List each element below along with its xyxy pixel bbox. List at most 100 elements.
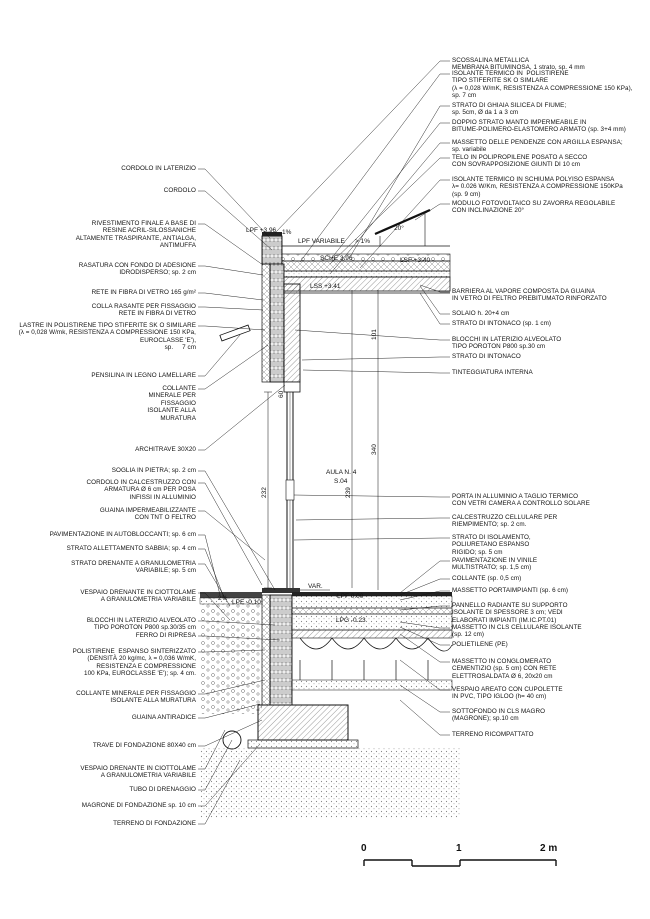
right-label-13: STRATO DI INTONACO [452,353,521,360]
right-label-25: VESPAIO AREATO CON CUPOLETTE IN PVC, TIP… [452,686,563,701]
left-leader-20 [198,649,266,653]
dim-roof-tag: SCHE 3.96 [320,255,353,262]
left-leader-13 [198,510,266,561]
left-label-19: FERRO DI RIPRESA [135,632,196,639]
left-leader-4 [198,265,264,276]
lean-concrete [247,739,359,749]
left-label-13: GUAINA IMPERMEABILIZZANTE CON TNT O FELT… [99,507,196,522]
right-leader-3 [349,105,450,258]
left-label-20: POLISTIRENE ESPANSO SINTERIZZATO (DENSIT… [72,648,196,678]
right-leader-25 [399,659,450,691]
left-leader-24 [198,729,226,770]
left-leader-11 [198,470,276,591]
left-leader-8 [198,334,241,377]
dim-239: 239 [345,487,352,498]
left-label-10: ARCHITRAVE 30X20 [135,446,196,453]
photovoltaic-module [374,208,431,246]
interior-floor [291,592,453,691]
left-leader-17 [198,592,231,621]
right-leader-10 [419,285,450,315]
right-label-27: TERRENO RICOMPATTATO [452,731,534,738]
right-label-21: PANNELLO RADIANTE SU SUPPORTO ISOLANTE D… [452,602,568,624]
left-label-7: LASTRE IN POLISTIRENE TIPO STIFERITE SK … [18,322,196,352]
cellular-screed [291,613,453,631]
dim-slope-2: > 1% [355,238,370,245]
right-label-1: SCOSSALINA METALLICA MEMBRANA BITUMINOSA… [452,57,585,72]
right-label-19: COLLANTE (sp. 0,5 cm) [452,575,522,582]
dim-lss: LSS +3.41 [310,283,341,290]
right-leader-14 [302,369,450,374]
right-leader-4 [329,122,450,261]
right-label-14: TINTEGGIATURA INTERNA [452,369,533,376]
right-label-22: MASSETTO IN CLS CELLULARE ISOLANTE (sp. … [452,624,582,639]
lower-wall-blocks [269,594,293,706]
left-leader-18 [198,620,276,626]
foundation-beam [257,704,349,741]
vinyl-floor [292,592,452,596]
right-label-6: TELO IN POLIPROPILENE POSATO A SECCO CON… [452,154,588,169]
right-leader-27 [399,699,450,736]
right-label-11: STRATO DI INTONACO (sp. 1 cm) [452,320,552,327]
dim-340: 340 [371,444,378,455]
left-leader-27 [198,759,241,825]
right-label-15: PORTA IN ALLUMINIO A TAGLIO TERMICO CON … [452,493,590,508]
timber-canopy [219,324,251,342]
left-label-3: RIVESTIMENTO FINALE A BASE DI RESINE ACR… [75,220,196,250]
left-leader-5 [198,292,264,301]
dim-101: 101 [371,329,378,340]
right-label-18: PAVIMENTAZIONE IN VINILE MULTISTRATO; sp… [452,557,538,572]
left-leader-12 [198,482,263,586]
right-leader-24 [399,633,450,663]
parapet [261,232,283,265]
scale-label-2m: 2 m [540,843,558,854]
dimension-texts: LPF +3.96 1% LPF VARIABILE > 1% 20° SCHE… [218,224,431,624]
dim-lpg: LPG -0.23 [336,617,366,624]
upper-wall [261,263,301,393]
left-label-15: STRATO ALLETTAMENTO SABBIA; sp. 4 cm [66,545,196,552]
right-label-10: SOLAIO h. 20+4 cm [452,310,510,317]
right-label-9: BARRIERA AL VAPORE COMPOSTA DA GUAINA IN… [452,288,607,303]
right-leader-18 [399,560,450,594]
right-leader-16 [295,517,450,521]
left-label-8: PENSILINA IN LEGNO LAMELLARE [91,372,196,379]
right-label-23: POLIETILENE (PE) [452,641,508,648]
right-leader-13 [301,356,450,361]
right-label-8: MODULO FOTOVOLTAICO SU ZAVORRA REGOLABIL… [452,200,616,215]
roof-screed-layer [279,270,451,278]
left-leader-23 [198,719,263,747]
left-label-11: SOGLIA IN PIETRA; sp. 2 cm [111,467,196,474]
right-label-7: ISOLANTE TERMICO IN SCHIUMA POLYISO ESPA… [452,176,623,198]
aluminium-door [285,392,295,588]
left-label-21: COLLANTE MINERALE PER FISSAGGIO ISOLANTE… [76,690,196,705]
right-label-24: MASSETTO IN CONGLOMERATO CEMENTIZIO (sp.… [452,658,557,680]
right-leader-9 [419,284,450,293]
dim-lpe: LPE -0.10 [232,599,261,606]
left-label-2: CORDOLO [163,187,196,194]
left-label-4: RASATURA CON FONDO DI ADESIONE IDRODISPE… [78,262,196,277]
left-leader-25 [198,739,233,791]
left-label-26: MAGRONE DI FONDAZIONE sp. 10 cm [81,802,196,809]
right-leader-7 [359,179,450,269]
right-leader-5 [329,142,450,275]
upper-wall-blocks [269,263,285,383]
left-label-18: BLOCCHI IN LATERIZIO ALVEOLATO TIPO PORO… [86,617,196,632]
right-leader-17 [293,537,450,541]
upper-wall-insulation [261,263,271,383]
left-label-25: TUBO DI DRENAGGIO [129,786,196,793]
right-label-3: STRATO DI GHIAIA SILICEA DI FIUME; sp. 5… [452,102,567,117]
left-label-12: CORDOLO IN CALCESTRUZZO CON ARMATURA Ø 6… [86,479,196,501]
left-label-23: TRAVE DI FONDAZIONE 80X40 cm [92,742,196,749]
dim-60: 60 [278,390,285,398]
left-label-6: COLLA RASANTE PER FISSAGGIO RETE IN FIBR… [91,303,196,318]
right-leader-6 [329,157,450,265]
dim-slope-1: 1% [282,229,292,236]
left-leader-6 [198,306,264,311]
concrete-topping [291,629,453,639]
left-label-9: COLLANTE MINERALE PER FISSAGGIO ISOLANTE… [147,385,196,422]
right-leader-26 [399,684,450,713]
dim-var: VAR. [308,583,323,590]
dimension-lines [264,290,379,591]
left-leader-3 [198,223,264,266]
right-leader-1 [274,60,450,234]
right-label-17: STRATO DI ISOLAMENTO, POLIURETANO ESPANS… [452,534,531,556]
